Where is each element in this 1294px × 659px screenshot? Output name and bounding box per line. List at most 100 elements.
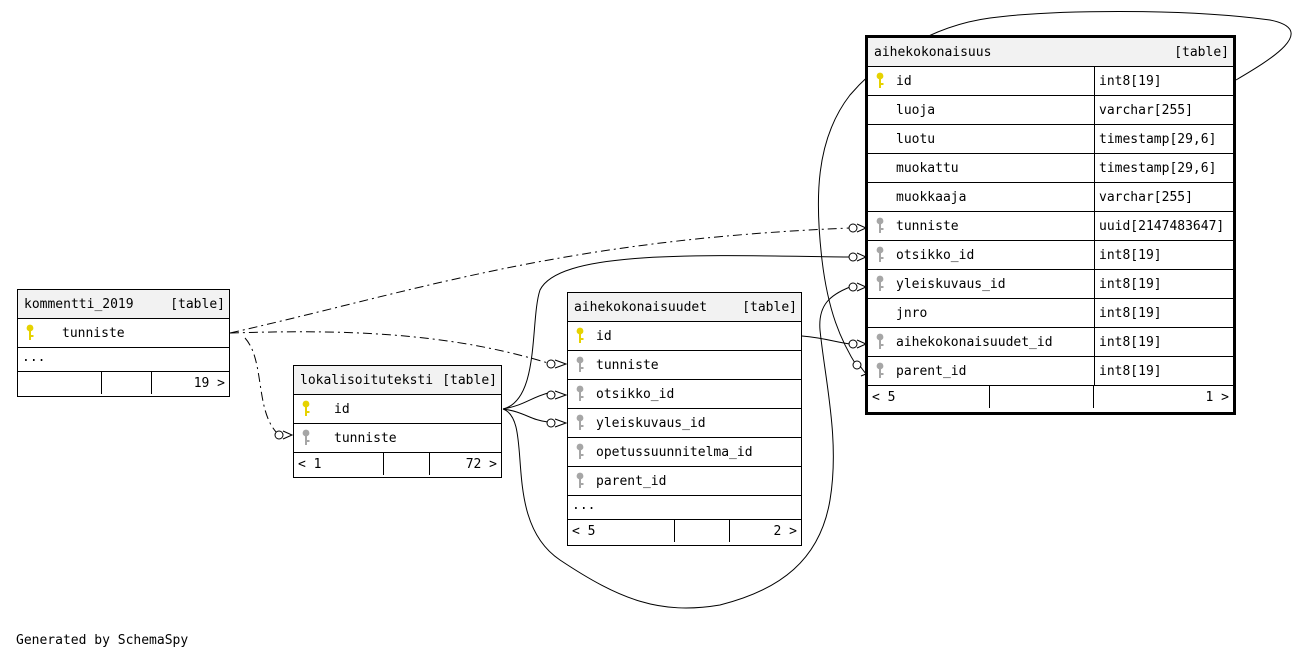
- edge-lokalisoituteksti-aihekokonaisuudet-yleiskuvaus: [502, 408, 549, 423]
- edge-crowfoot: [554, 359, 568, 369]
- table-name: lokalisoituteksti: [300, 372, 434, 388]
- table-type: [table]: [170, 296, 225, 312]
- column-datatype: varchar[255]: [1094, 96, 1233, 124]
- column-name: luoja: [896, 102, 936, 118]
- footer-spacer: [990, 386, 1094, 408]
- column-name: yleiskuvaus_id: [596, 415, 706, 431]
- column-name: parent_id: [596, 473, 667, 489]
- column-spacer: [874, 188, 886, 206]
- edge-aihekokonaisuus-self-parent: [817, 11, 1292, 369]
- more-columns-ellipsis: ...: [18, 348, 229, 372]
- children-count[interactable]: < 1: [294, 453, 384, 475]
- edge-end-circle: [848, 252, 858, 262]
- column-datatype: timestamp[29,6]: [1094, 125, 1233, 153]
- edge-end-circle: [546, 359, 556, 369]
- children-count[interactable]: < 5: [868, 386, 990, 408]
- foreign-key-icon: [576, 356, 584, 372]
- table-footer: < 5 1 >: [868, 386, 1233, 408]
- table-name: kommentti_2019: [24, 296, 134, 312]
- column-row: id: [568, 322, 801, 351]
- column-name: muokattu: [896, 160, 959, 176]
- column-row: otsikko_id: [568, 380, 801, 409]
- edge-crowfoot: [282, 430, 294, 440]
- foreign-key-icon: [576, 443, 584, 459]
- column-datatype: uuid[2147483647]: [1094, 212, 1233, 240]
- edge-end-circle: [848, 339, 858, 349]
- column-spacer: [874, 159, 886, 177]
- column-name: tunniste: [334, 430, 397, 446]
- footer-spacer: [102, 372, 152, 394]
- column-name: muokkaaja: [896, 189, 967, 205]
- column-datatype: int8[19]: [1094, 328, 1233, 356]
- edge-crowfoot: [554, 390, 568, 400]
- column-row: tunniste: [18, 319, 229, 348]
- column-row: jnro int8[19]: [868, 299, 1233, 328]
- edge-kommentti-lokalisoituteksti-tunniste: [244, 337, 278, 434]
- column-row: luotu timestamp[29,6]: [868, 125, 1233, 154]
- column-name: otsikko_id: [896, 247, 975, 263]
- edge-aihekokonaisuudet-aihekokonaisuus: [801, 335, 851, 345]
- column-datatype: int8[19]: [1094, 357, 1233, 385]
- edge-kommentti-aihekokonaisuudet-tunniste: [229, 331, 549, 364]
- column-name: aihekokonaisuudet_id: [896, 334, 1053, 350]
- table-name: aihekokonaisuudet: [574, 299, 708, 315]
- column-name: parent_id: [896, 363, 967, 379]
- column-row: id: [294, 395, 501, 424]
- column-name: tunniste: [62, 325, 125, 341]
- column-row: parent_id int8[19]: [868, 357, 1233, 386]
- edge-end-circle: [852, 360, 862, 370]
- edge-end-circle: [848, 223, 858, 233]
- column-datatype: int8[19]: [1094, 299, 1233, 327]
- foreign-key-icon: [876, 333, 884, 349]
- column-datatype: int8[19]: [1094, 241, 1233, 269]
- column-name: id: [334, 401, 350, 417]
- table-header: aihekokonaisuus [table]: [868, 38, 1233, 67]
- edge-kommentti-aihekokonaisuus-tunniste: [229, 227, 851, 334]
- column-row: luoja varchar[255]: [868, 96, 1233, 125]
- edge-lokalisoituteksti-aihekokonaisuus-yleiskuvaus: [502, 286, 851, 609]
- foreign-key-icon: [576, 414, 584, 430]
- children-count[interactable]: [18, 372, 102, 394]
- table-kommentti-2019[interactable]: kommentti_2019 [table] tunniste ... 19 >: [17, 289, 230, 397]
- column-datatype: varchar[255]: [1094, 183, 1233, 211]
- foreign-key-icon: [876, 217, 884, 233]
- foreign-key-icon: [302, 429, 310, 445]
- edge-end-circle: [546, 390, 556, 400]
- edge-lokalisoituteksti-aihekokonaisuudet-otsikko: [502, 392, 549, 410]
- foreign-key-icon: [876, 246, 884, 262]
- column-name: yleiskuvaus_id: [896, 276, 1006, 292]
- column-row: opetussuunnitelma_id: [568, 438, 801, 467]
- foreign-key-icon: [576, 385, 584, 401]
- table-type: [table]: [442, 372, 497, 388]
- column-row: tunniste: [568, 351, 801, 380]
- parents-count[interactable]: 2 >: [773, 523, 797, 539]
- footer-spacer: [675, 520, 730, 542]
- column-name: opetussuunnitelma_id: [596, 444, 753, 460]
- column-name: id: [896, 73, 912, 89]
- primary-key-icon: [302, 400, 310, 416]
- footer-spacer: [384, 453, 430, 475]
- edge-end-circle: [546, 418, 556, 428]
- column-spacer: [874, 304, 886, 322]
- table-name: aihekokonaisuus: [874, 44, 992, 60]
- column-name: luotu: [896, 131, 936, 147]
- table-aihekokonaisuudet[interactable]: aihekokonaisuudet [table] id tunniste ot…: [567, 292, 802, 546]
- column-name: tunniste: [896, 218, 959, 234]
- edge-crowfoot: [554, 418, 568, 428]
- parents-count[interactable]: 19 >: [193, 375, 225, 391]
- parents-count[interactable]: 1 >: [1205, 389, 1229, 405]
- children-count[interactable]: < 5: [568, 520, 675, 542]
- column-spacer: [874, 101, 886, 119]
- table-lokalisoituteksti[interactable]: lokalisoituteksti [table] id tunniste < …: [293, 365, 502, 478]
- edge-end-circle: [848, 282, 858, 292]
- parents-count[interactable]: 72 >: [465, 456, 497, 472]
- primary-key-icon: [576, 327, 584, 343]
- column-name: id: [596, 328, 612, 344]
- column-name: jnro: [896, 305, 928, 321]
- column-row: muokkaaja varchar[255]: [868, 183, 1233, 212]
